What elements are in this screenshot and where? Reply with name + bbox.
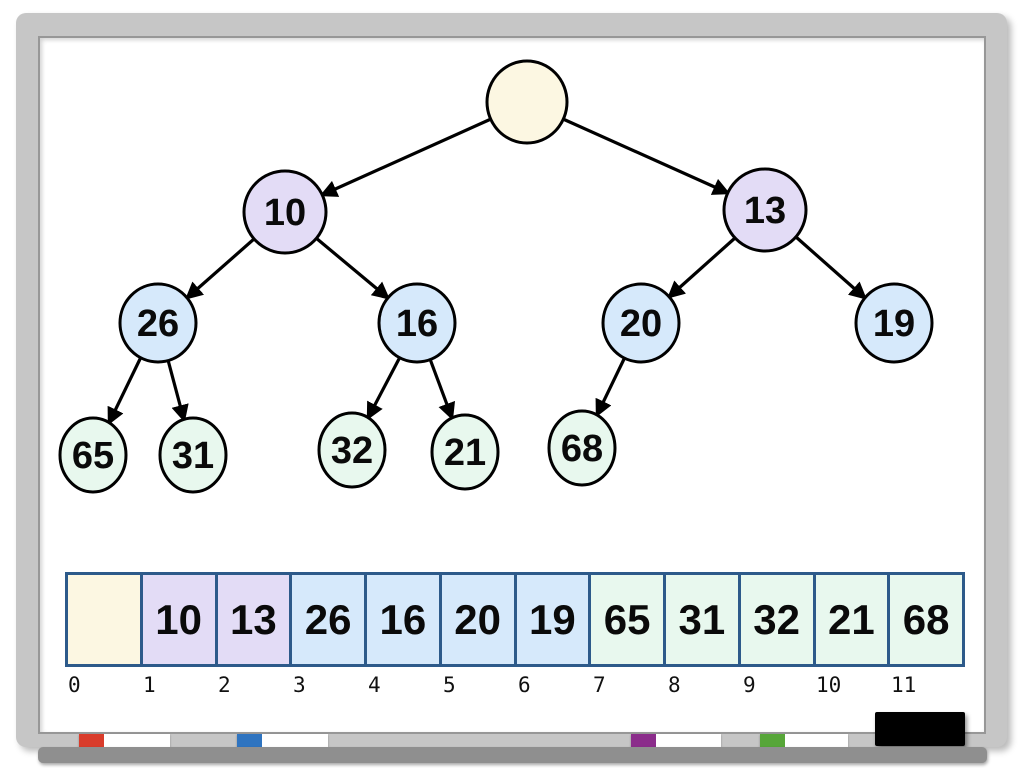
tree-node-10: 10 bbox=[242, 169, 328, 255]
array-index-2: 2 bbox=[218, 673, 231, 697]
edge-root-13 bbox=[562, 117, 731, 195]
purple-marker-tip bbox=[631, 734, 656, 747]
array-index-4: 4 bbox=[368, 673, 381, 697]
array-cell-11: 68 bbox=[887, 575, 962, 664]
tree-node-19-label: 19 bbox=[873, 303, 915, 345]
eraser bbox=[875, 712, 965, 746]
array-cell-4: 16 bbox=[364, 575, 439, 664]
green-marker-tip bbox=[760, 734, 785, 747]
array-index-7: 7 bbox=[593, 673, 606, 697]
array-cell-7: 65 bbox=[588, 575, 663, 664]
green-marker bbox=[760, 734, 848, 747]
edge-root-10 bbox=[319, 117, 492, 197]
tree-node-32-label: 32 bbox=[331, 430, 373, 472]
tree-node-16-label: 16 bbox=[396, 303, 438, 345]
array-cell-0 bbox=[68, 575, 140, 664]
tree-node-26: 26 bbox=[118, 282, 198, 364]
array-cell-5: 20 bbox=[438, 575, 514, 664]
tree-node-13-label: 13 bbox=[744, 190, 786, 232]
array-index-10: 10 bbox=[816, 673, 842, 697]
edge-16-32 bbox=[366, 356, 402, 421]
edge-26-31 bbox=[166, 359, 189, 423]
green-marker-body bbox=[785, 734, 848, 747]
array-index-8: 8 bbox=[668, 673, 681, 697]
array-cell-8: 31 bbox=[663, 575, 738, 664]
tree-node-20: 20 bbox=[601, 282, 681, 364]
tree-node-10-label: 10 bbox=[264, 192, 306, 234]
edge-16-21 bbox=[428, 358, 456, 421]
array-cell-2: 13 bbox=[214, 575, 290, 664]
blue-marker-body bbox=[262, 734, 328, 747]
array-cell-9: 32 bbox=[737, 575, 813, 664]
array-index-11: 11 bbox=[891, 673, 917, 697]
purple-marker bbox=[631, 734, 721, 747]
tree-node-32: 32 bbox=[317, 411, 387, 489]
tree-node-68-label: 68 bbox=[561, 428, 603, 470]
marker-tray bbox=[38, 747, 987, 763]
edge-20-68 bbox=[595, 356, 627, 418]
tree-node-root bbox=[485, 59, 569, 145]
red-marker bbox=[79, 734, 170, 747]
tree-node-20-label: 20 bbox=[620, 303, 662, 345]
edge-10-26 bbox=[185, 237, 256, 300]
edge-26-65 bbox=[107, 356, 143, 426]
purple-marker-body bbox=[656, 734, 721, 747]
tree-node-16: 16 bbox=[377, 282, 457, 364]
tree-node-13: 13 bbox=[722, 167, 808, 253]
array-cell-3: 26 bbox=[289, 575, 364, 664]
array-cell-10: 21 bbox=[812, 575, 888, 664]
edge-13-19 bbox=[794, 235, 867, 300]
edge-13-20 bbox=[667, 236, 737, 299]
array-index-3: 3 bbox=[293, 673, 306, 697]
array-index-0: 0 bbox=[68, 673, 81, 697]
array-cell-1: 10 bbox=[139, 575, 215, 664]
array-index-5: 5 bbox=[443, 673, 456, 697]
blue-marker bbox=[237, 734, 328, 747]
tree-node-68: 68 bbox=[547, 409, 617, 487]
tree-node-21-label: 21 bbox=[444, 432, 486, 474]
red-marker-body bbox=[104, 734, 170, 747]
tree-node-26-label: 26 bbox=[137, 303, 179, 345]
tree-node-21: 21 bbox=[430, 413, 500, 491]
heap-array: 10 13 26 16 20 19 65 31 32 21 68 bbox=[65, 572, 965, 667]
red-marker-tip bbox=[79, 734, 104, 747]
array-index-6: 6 bbox=[518, 673, 531, 697]
tree-node-31-label: 31 bbox=[172, 435, 214, 477]
array-cell-6: 19 bbox=[513, 575, 589, 664]
edge-10-16 bbox=[314, 236, 391, 300]
tree-node-65: 65 bbox=[58, 416, 128, 494]
array-index-9: 9 bbox=[743, 673, 756, 697]
array-index-1: 1 bbox=[143, 673, 156, 697]
blue-marker-tip bbox=[237, 734, 262, 747]
tree-node-19: 19 bbox=[854, 282, 934, 364]
tree-node-65-label: 65 bbox=[72, 435, 114, 477]
tree-node-31: 31 bbox=[158, 416, 228, 494]
